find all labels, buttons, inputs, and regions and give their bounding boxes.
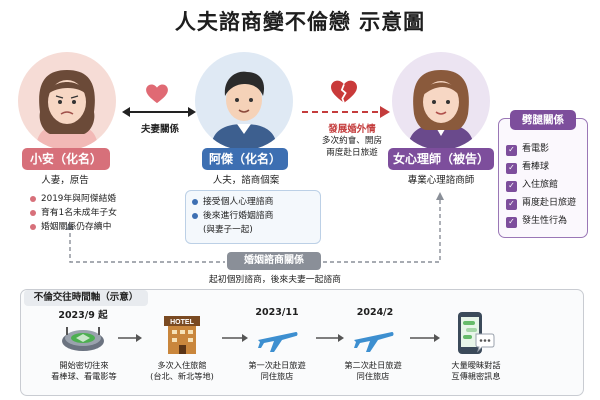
bullet-dot-icon bbox=[192, 213, 198, 219]
bullets-xiaoan: 2019年與阿傑結婚 育有1名未成年子女 婚姻關係仍存續中 bbox=[30, 192, 170, 234]
woman-therapist-icon bbox=[408, 70, 474, 150]
list-item: 婚姻關係仍存續中 bbox=[30, 220, 170, 234]
timeline-caption-3: 第一次赴日旅遊 同住旅店 bbox=[248, 360, 306, 381]
page-title: 人夫諮商變不倫戀 示意圖 bbox=[174, 10, 426, 34]
list-item: 育有1名未成年子女 bbox=[30, 206, 170, 220]
bullets-ajie-box: 接受個人心理諮商 後來進行婚姻諮商 (與妻子一起) bbox=[185, 190, 321, 244]
broken-heart-icon bbox=[331, 80, 357, 104]
counseling-detail: 起初個別諮商，後來夫妻一起諮商 bbox=[209, 275, 341, 285]
bullet-dot-icon bbox=[30, 196, 36, 202]
hotel-sign: HOTEL bbox=[170, 319, 194, 326]
timeline-caption-4: 第二次赴日旅遊 同住旅店 bbox=[344, 360, 402, 381]
timeline-date-3: 2023/11 bbox=[255, 307, 299, 318]
airplane-icon bbox=[354, 332, 394, 352]
list-item: ✓看棒球 bbox=[506, 158, 586, 176]
timeline-caption-5: 大量曖昧對話 互傳親密訊息 bbox=[451, 360, 501, 381]
list-item: 接受個人心理諮商 bbox=[192, 195, 314, 209]
role-ajie: 人夫，諮商個案 bbox=[212, 175, 280, 186]
woman-sad-icon bbox=[36, 70, 98, 150]
role-therapist: 專業心理諮商師 bbox=[407, 175, 475, 186]
list-item: ✓兩度赴日旅遊 bbox=[506, 194, 586, 212]
affair-list: ✓看電影 ✓看棒球 ✓入住旅館 ✓兩度赴日旅遊 ✓發生性行為 bbox=[506, 140, 586, 230]
affair-arrow bbox=[302, 106, 390, 118]
name-badge-xiaoan: 小安（化名） bbox=[22, 148, 110, 170]
airplane-icon bbox=[258, 332, 298, 352]
list-item: ✓看電影 bbox=[506, 140, 586, 158]
checkmark-icon: ✓ bbox=[506, 198, 517, 210]
bullet-note: (與妻子一起) bbox=[203, 225, 253, 235]
timeline-caption-1: 開始密切往來 看棒球、看電影等 bbox=[51, 360, 117, 381]
name-badge-ajie: 阿傑（化名） bbox=[202, 148, 288, 170]
bullet-dot-icon bbox=[30, 224, 36, 230]
heart-icon bbox=[146, 84, 168, 104]
role-xiaoan: 人妻，原告 bbox=[41, 175, 89, 186]
counseling-relation-label: 婚姻諮商關係 bbox=[227, 252, 321, 270]
timeline-date-1: 2023/9 起 bbox=[58, 310, 108, 321]
man-icon bbox=[211, 71, 277, 150]
name-badge-therapist: 女心理師（被告） bbox=[388, 148, 494, 170]
checkmark-icon: ✓ bbox=[506, 144, 517, 156]
bullet-dot-icon bbox=[30, 210, 36, 216]
timeline-caption-2: 多次入住旅館 (台北、新北等地) bbox=[150, 360, 214, 381]
list-item: ✓發生性行為 bbox=[506, 212, 586, 230]
affair-box-title: 劈腿關係 bbox=[510, 110, 576, 130]
list-item: ✓入住旅館 bbox=[506, 176, 586, 194]
list-item: 2019年與阿傑結婚 bbox=[30, 192, 170, 206]
hotel-icon: HOTEL bbox=[164, 316, 200, 354]
affair-relation-label: 發展婚外情 bbox=[328, 124, 376, 135]
phone-chat-icon bbox=[458, 312, 495, 354]
checkmark-icon: ✓ bbox=[506, 180, 517, 192]
affair-detail: 多次約會、開房 兩度赴日旅遊 bbox=[321, 136, 383, 158]
avatar-ajie bbox=[195, 52, 293, 150]
checkmark-icon: ✓ bbox=[506, 162, 517, 174]
couple-relation-label: 夫妻關係 bbox=[140, 124, 179, 135]
counseling-loop bbox=[66, 192, 444, 263]
stadium-icon bbox=[62, 327, 104, 351]
bullet-dot-icon bbox=[192, 199, 198, 205]
couple-arrow bbox=[122, 107, 196, 117]
checkmark-icon: ✓ bbox=[506, 216, 517, 228]
list-item: 後來進行婚姻諮商 bbox=[192, 209, 314, 223]
timeline-title: 不倫交往時間軸（示意） bbox=[24, 290, 148, 306]
avatar-therapist bbox=[392, 52, 490, 150]
timeline-date-4: 2024/2 bbox=[356, 307, 394, 318]
avatar-xiaoan bbox=[18, 52, 116, 150]
